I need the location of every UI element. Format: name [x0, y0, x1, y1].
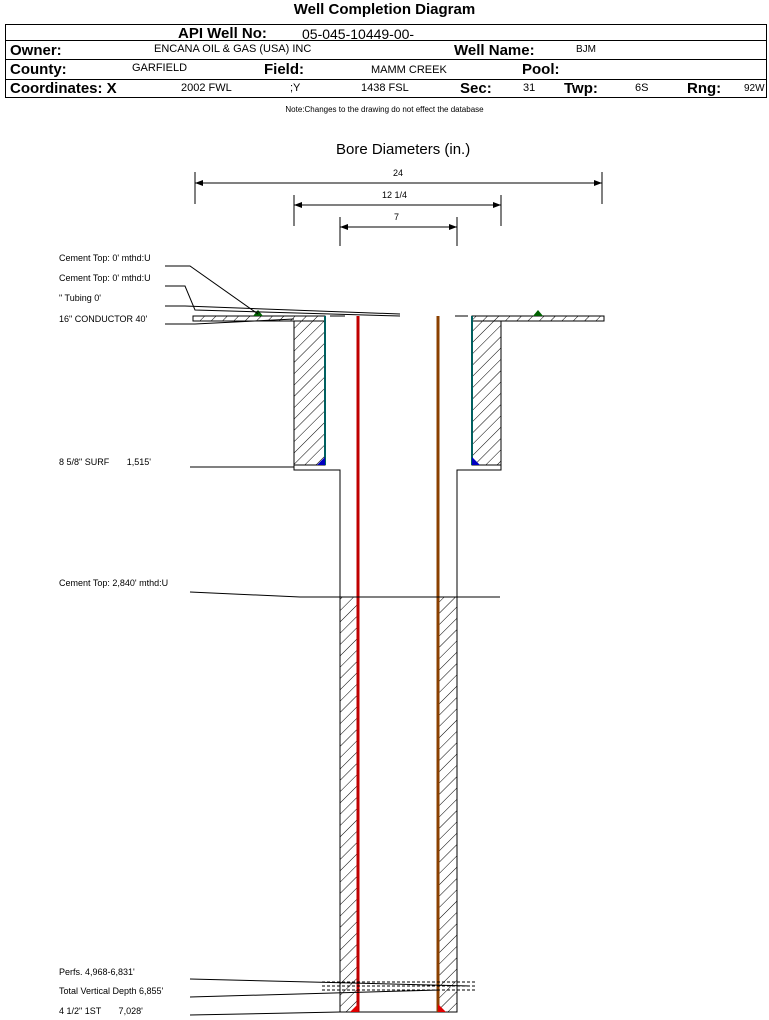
- twp-label: Twp:: [564, 80, 598, 97]
- prod-shoe-left-icon: [350, 1004, 358, 1012]
- y-label: ;Y: [290, 82, 301, 94]
- bore-label-24: 24: [393, 168, 404, 178]
- sec-label: Sec:: [460, 80, 492, 97]
- owner-label: Owner:: [10, 42, 62, 59]
- bore-label-7: 7: [394, 212, 400, 222]
- annotation-cement-top-1: Cement Top: 0' mthd:U: [59, 253, 151, 263]
- owner-row: Owner: ENCANA OIL & GAS (USA) INC Well N…: [5, 40, 767, 60]
- x-value: 2002 FWL: [181, 82, 232, 94]
- leader-lines: [165, 265, 500, 1016]
- cement-marker-right-icon: [533, 310, 543, 316]
- bore-label-12-1-4: 12 1/4: [382, 190, 408, 200]
- bore-title: Bore Diameters (in.): [336, 141, 471, 158]
- page-title: Well Completion Diagram: [293, 1, 476, 18]
- annotation-tvd: Total Vertical Depth 6,855': [59, 986, 164, 996]
- cement-marker-left-icon: [253, 310, 263, 316]
- conductor-right: [471, 315, 605, 322]
- annotation-tubing: " Tubing 0': [59, 293, 101, 303]
- prod-cement-right: [438, 596, 458, 1013]
- surface-cement-left: [293, 320, 326, 466]
- sec-value: 31: [523, 82, 536, 94]
- rng-value: 92W: [744, 83, 765, 94]
- bore-dimension-24: [194, 172, 603, 204]
- prod-cement-left: [339, 596, 359, 1013]
- coords-row: Coordinates: X 2002 FWL ;Y 1438 FSL Sec:…: [5, 79, 767, 98]
- hole-right: [456, 465, 502, 1012]
- pool-label: Pool:: [522, 61, 560, 78]
- annotation-cement-top-3: Cement Top: 2,840' mthd:U: [59, 578, 169, 588]
- api-value: 05-045-10449-00-: [302, 26, 415, 42]
- api-row: API Well No: 05-045-10449-00-: [5, 24, 767, 42]
- rng-label: Rng:: [687, 80, 722, 97]
- owner-value: ENCANA OIL & GAS (USA) INC: [154, 43, 312, 55]
- y-value: 1438 FSL: [361, 82, 409, 94]
- bore-dimension-7: [339, 217, 458, 246]
- coords-label: Coordinates: X: [10, 80, 117, 97]
- api-label: API Well No:: [178, 25, 267, 42]
- note-text: Note:Changes to the drawing do not effec…: [285, 105, 484, 114]
- annotation-perfs: Perfs. 4,968-6,831': [59, 967, 135, 977]
- surface-cement-right: [471, 320, 502, 466]
- hole-left: [293, 465, 341, 1012]
- field-label: Field:: [264, 61, 304, 78]
- well-name-label: Well Name:: [454, 42, 535, 59]
- field-value: MAMM CREEK: [371, 64, 447, 76]
- annotation-cement-top-2: Cement Top: 0' mthd:U: [59, 273, 151, 283]
- county-label: County:: [10, 61, 67, 78]
- shoe-right-icon: [472, 457, 480, 465]
- conductor-left: [192, 315, 326, 322]
- annotation-conductor: 16" CONDUCTOR 40': [59, 314, 148, 324]
- bore-dimension-12-1-4: [293, 195, 502, 226]
- county-value: GARFIELD: [132, 62, 188, 74]
- annotation-production-casing: 4 1/2" 1ST 7,028': [59, 1006, 143, 1016]
- twp-value: 6S: [635, 82, 649, 94]
- prod-shoe-right-icon: [438, 1004, 446, 1012]
- shoe-left-icon: [317, 457, 325, 465]
- annotation-surface-casing: 8 5/8" SURF 1,515': [59, 457, 151, 467]
- well-name-value: BJM: [576, 44, 596, 55]
- perforations: [322, 981, 475, 991]
